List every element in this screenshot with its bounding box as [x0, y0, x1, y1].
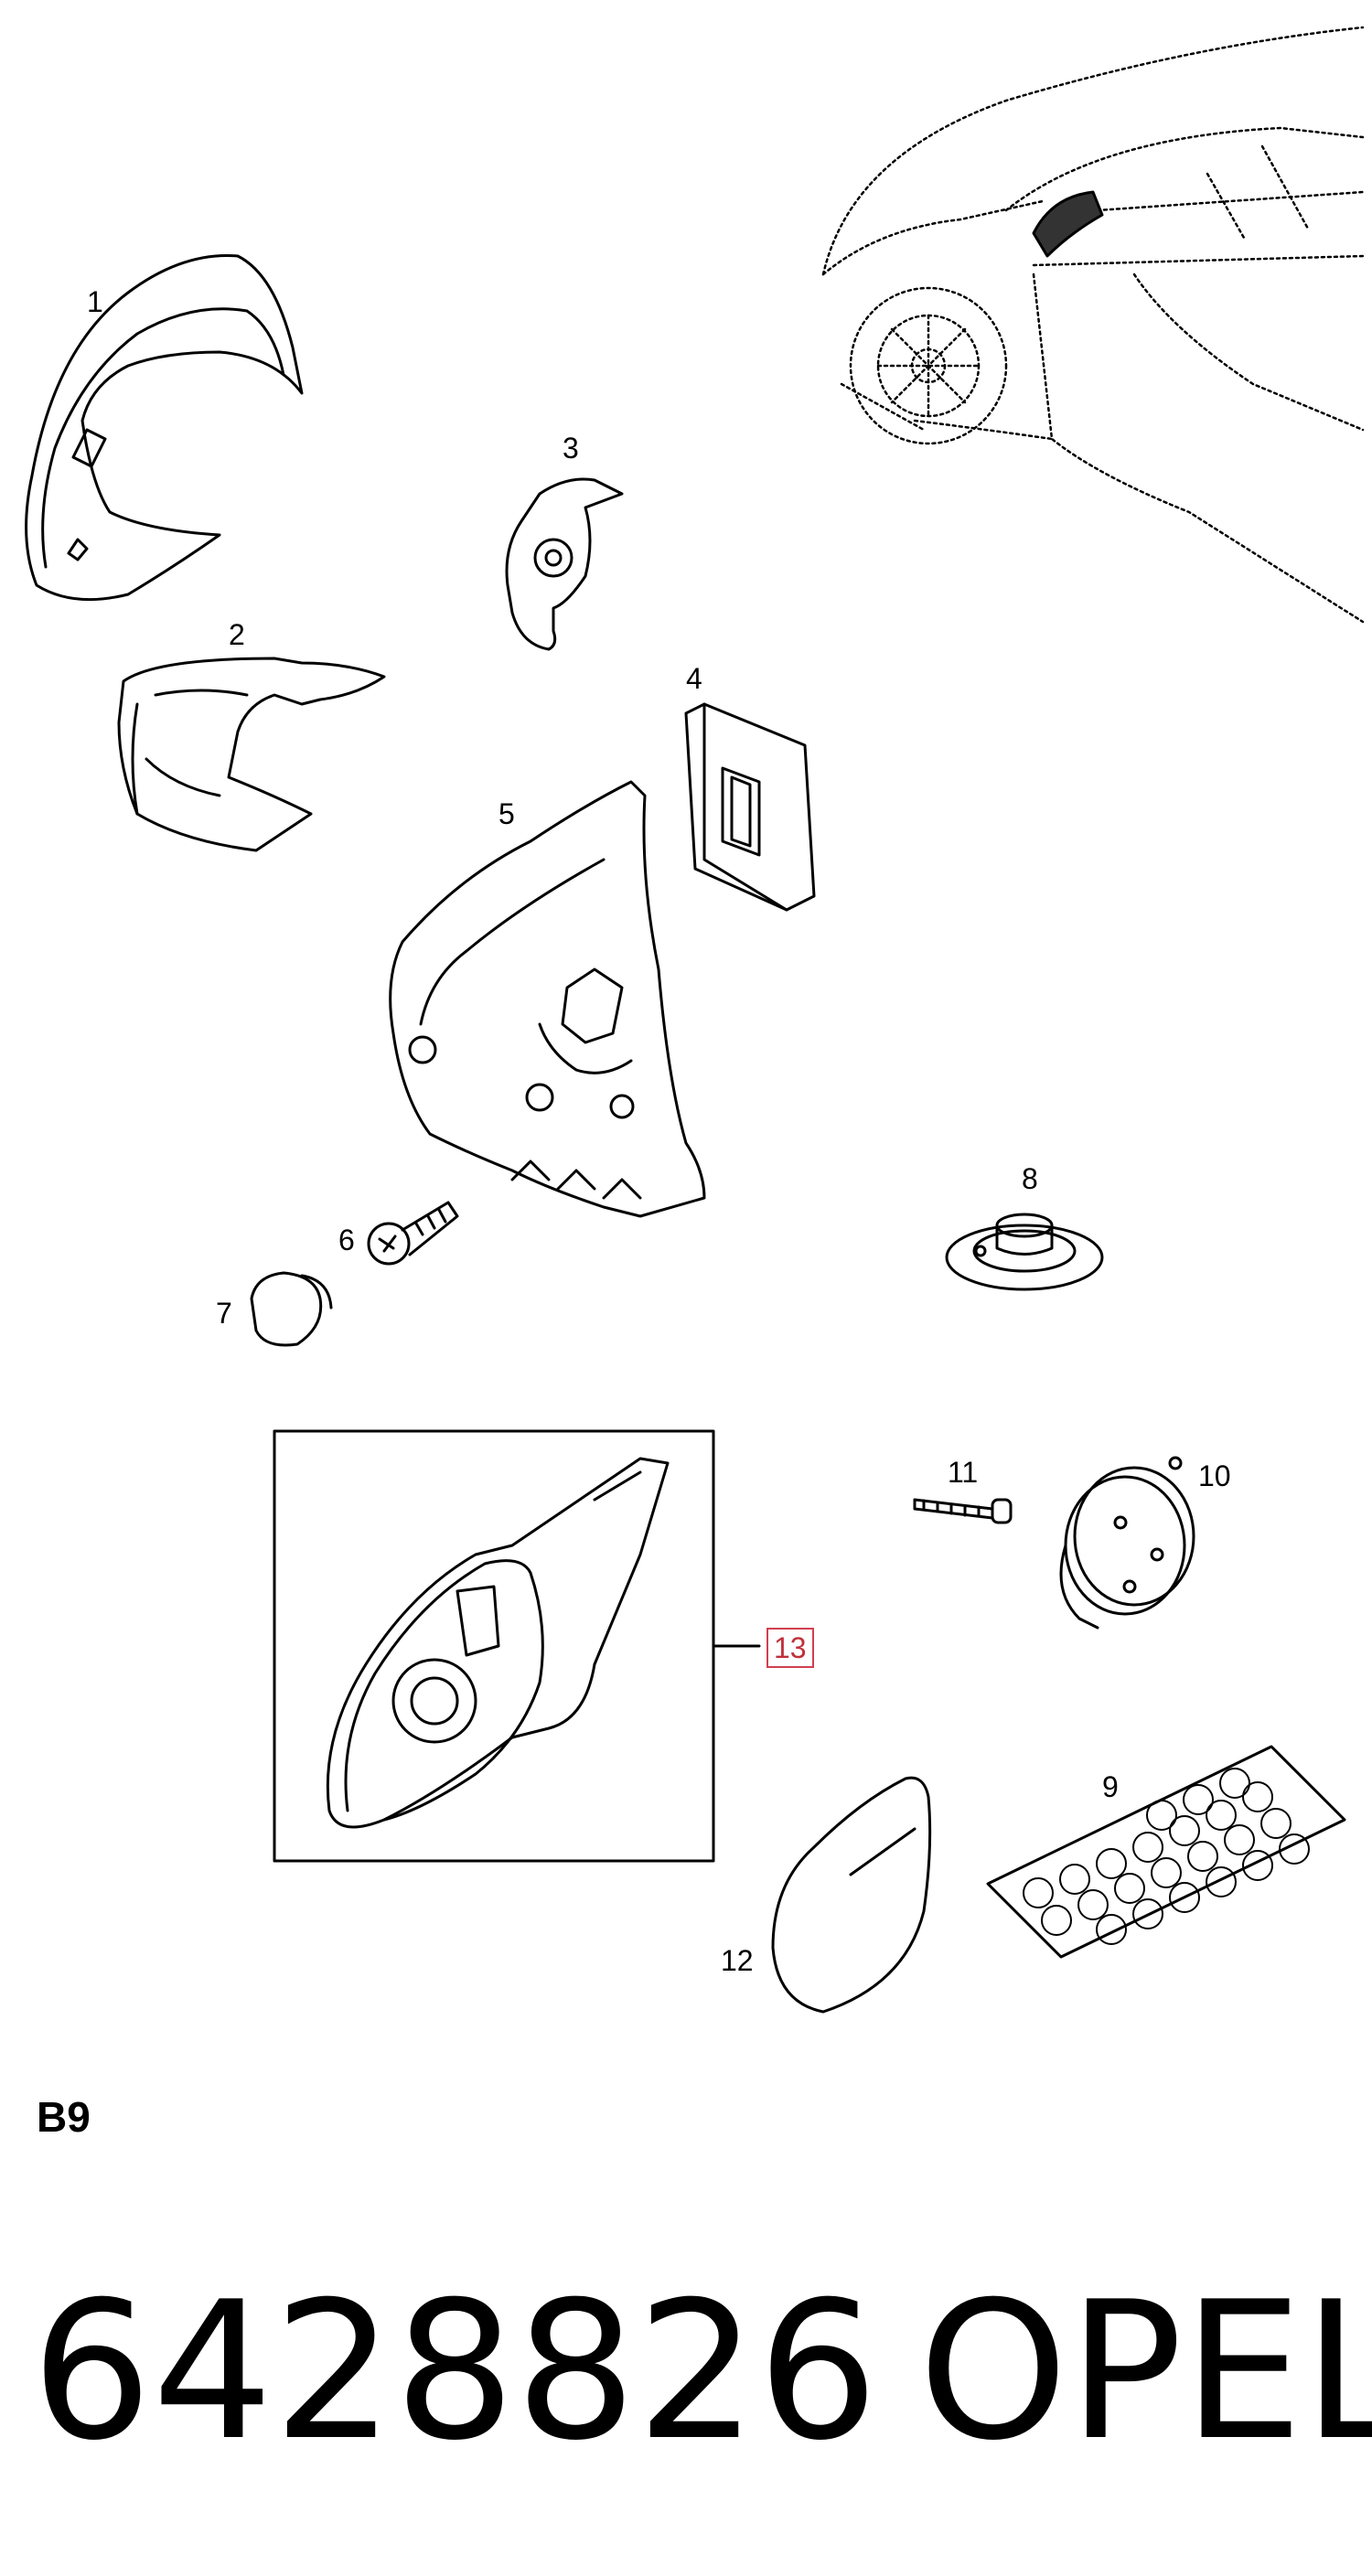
parts-diagram: [25, 26, 1365, 2014]
callout-8: 8: [1022, 1162, 1038, 1195]
part-1-mirror-cover: [25, 254, 304, 602]
part-5-mirror-base: [389, 780, 706, 1218]
part-2-mirror-housing: [117, 657, 386, 852]
part-10-motor: [1059, 1456, 1195, 1630]
part-12-mirror-glass: [771, 1776, 932, 2014]
callout-2: 2: [229, 618, 245, 651]
part-4-foam-pad: [684, 702, 816, 912]
part-6-screw: [367, 1201, 459, 1266]
callout-11: 11: [948, 1456, 979, 1489]
callout-1: 1: [87, 285, 103, 318]
section-code: B9: [37, 2093, 91, 2141]
mirror-highlight-on-car: [1032, 190, 1104, 258]
callout-5: 5: [498, 797, 515, 830]
part-11-long-screw: [913, 1498, 1013, 1524]
part-8-grommet: [945, 1213, 1104, 1291]
callout-7: 7: [216, 1297, 232, 1330]
car-overview-illustration: [821, 26, 1365, 624]
part-3-bracket: [505, 477, 624, 651]
part-7-cap: [250, 1271, 333, 1347]
part-13-mirror-assembly: [326, 1457, 670, 1829]
callout-10: 10: [1198, 1459, 1231, 1492]
callout-9: 9: [1102, 1770, 1119, 1803]
part-9-adhesive-sheet: [986, 1745, 1346, 1959]
callout-13: 13: [766, 1628, 814, 1668]
callout-12: 12: [721, 1944, 754, 1977]
brand-name: OPEL: [918, 2261, 1372, 2483]
callout-6: 6: [338, 1224, 355, 1256]
callout-4: 4: [686, 662, 702, 695]
part-number: 6428826: [31, 2261, 879, 2483]
callout-3: 3: [563, 432, 579, 465]
